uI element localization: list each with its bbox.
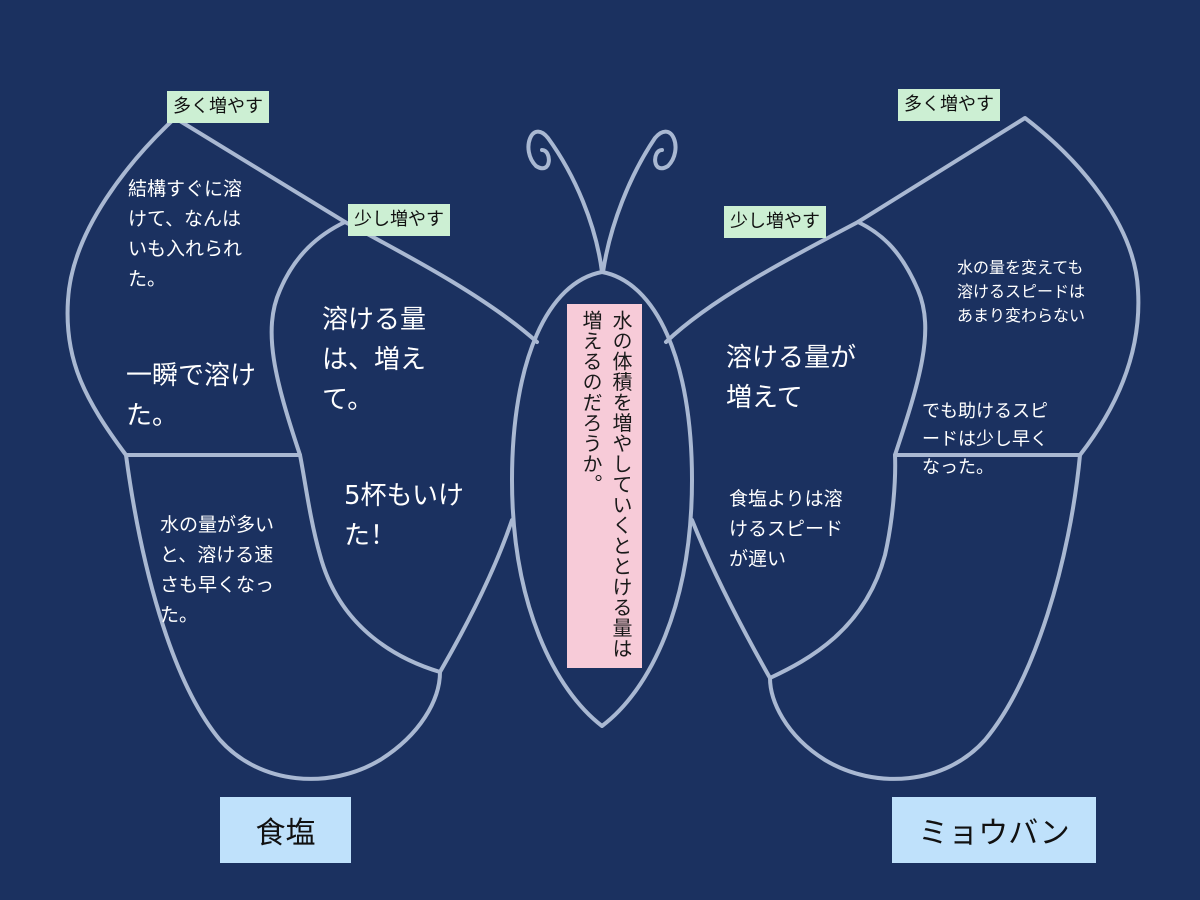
right-lower-wing — [768, 453, 1082, 781]
left-upper-note-2: 一瞬で溶けた。 — [126, 361, 257, 431]
right-antenna — [601, 129, 678, 274]
right-upper-note-2: でも助けるスピードは少し早くなった。 — [922, 401, 1048, 478]
right-lower-note-1: 溶ける量が増えて — [726, 343, 857, 413]
left-upper-wing — [65, 116, 347, 457]
left-lower-note-2: 5杯もいけた！ — [344, 481, 465, 551]
left-antenna — [526, 129, 604, 274]
left-wing-vein — [343, 220, 539, 344]
right-upper-tag: 多く増やす — [898, 89, 1000, 121]
left-lower-tag: 少し増やす — [348, 204, 450, 236]
left-lower-note-1: 溶ける量は、増えて。 — [322, 305, 427, 415]
right-wing-vein — [664, 220, 860, 344]
right-upper-note-1: 水の量を変えても溶けるスピードはあまり変わらない — [957, 258, 1086, 325]
right-lower-tag: 少し増やす — [724, 206, 826, 238]
center-question-box: 水の体積を増やしていくととける量は増えるのだろうか。 — [567, 304, 642, 668]
right-lower-note-2: 食塩よりは溶けるスピードが遅い — [729, 488, 844, 570]
left-upper-note-1: 結構すぐに溶けて、なんはいも入れられた。 — [128, 178, 243, 290]
left-title-salt: 食塩 — [220, 797, 351, 863]
center-question-text: 水の体積を増やしていくととける量は増えるのだろうか。 — [579, 310, 633, 659]
left-upper-tag: 多く増やす — [167, 91, 269, 123]
left-lower-vein — [438, 518, 514, 674]
butterfly-body — [510, 270, 694, 728]
left-upper-note-3: 水の量が多いと、溶ける速さも早くなった。 — [160, 514, 275, 626]
right-lower-vein — [690, 518, 772, 680]
right-upper-wing — [856, 116, 1141, 457]
left-lower-wing — [124, 453, 442, 781]
right-title-alum: ミョウバン — [892, 797, 1096, 863]
